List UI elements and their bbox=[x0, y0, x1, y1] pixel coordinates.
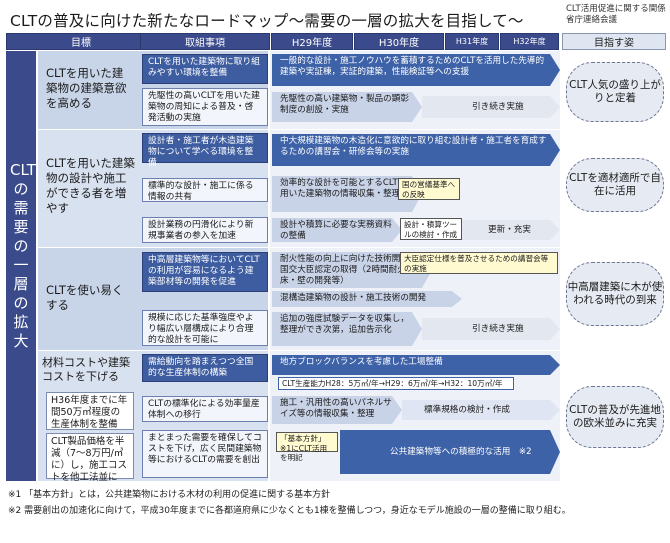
arrow-continue-2: 引き続き実施 bbox=[422, 318, 560, 340]
goal-4: 材料コストや建築コストを下げる bbox=[42, 356, 130, 383]
organization-label: CLT活用促進に関する関係省庁連絡会議 bbox=[566, 4, 666, 25]
footnote-2: ※2 需要創出の加速化に向けて，平成30年度までに各都道府県に少なくとも1棟を整… bbox=[8, 506, 571, 516]
vision-1: CLT人気の盛り上がりと定着 bbox=[566, 62, 664, 122]
note-building-standards: 国の営繕基準への反映 bbox=[398, 178, 460, 200]
arrow-design-info: 効率的な設計を可能とするCLTを用いた建築物の情報収集・整理 bbox=[272, 176, 422, 212]
row-divider bbox=[38, 350, 560, 351]
header-h31: H31年度 bbox=[445, 33, 499, 50]
action-7: 規模に応じた基準強度やより幅広い層構成により合理的な設計を可能に bbox=[142, 310, 268, 346]
arrow-hybrid-structure: 混構造建築物の設計・施工技術の開発 bbox=[272, 291, 462, 307]
vision-2: CLTを適材適所で自在に活用 bbox=[566, 158, 664, 212]
page-title: CLTの普及に向けた新たなロードマップ～需要の一層の拡大を目指して～ bbox=[10, 12, 524, 30]
goal-2: CLTを用いた建築物の設計や施工ができる者を増やす bbox=[46, 156, 135, 215]
arrow-award-system: 先駆性の高い建築物・製品の顕彰制度の創設・実施 bbox=[272, 92, 422, 122]
header-h30: H30年度 bbox=[354, 33, 444, 50]
arrow-public-buildings: 公共建築物等への積極的な活用 ※2 bbox=[340, 430, 560, 474]
header-vision: 目指す姿 bbox=[562, 33, 666, 50]
arrow-factory-development: 地方ブロックバランスを考慮した工場整備 bbox=[272, 355, 560, 375]
action-4: 標準的な設計・施工に係る情報の共有 bbox=[142, 178, 268, 202]
action-1: CLTを用いた建築物に取り組みやすい環境を整備 bbox=[142, 54, 268, 84]
row-divider bbox=[38, 247, 560, 248]
row-divider bbox=[38, 129, 560, 130]
vision-3: 中高層建築に木が使われる時代の到来 bbox=[566, 262, 664, 326]
arrow-training-courses: 中大規模建築物の木造化に意欲的に取り組む設計者・施工者を育成するための講習会・研… bbox=[272, 134, 560, 166]
arrow-strength-data: 追加の強度試験データを収集し，整理ができ次第，追加告示化 bbox=[272, 312, 422, 346]
arrow-update: 更新・充実 bbox=[462, 220, 560, 240]
main-objective-column: CLTの需要の一層の拡大 bbox=[6, 51, 36, 481]
footnote-1: ※1 「基本方針」とは，公共建築物における木材の利用の促進に関する基本方針 bbox=[8, 490, 331, 500]
production-capacity: CLT生産能力H28：5万㎥/年→H29：6万㎥/年→H32：10万㎥/年 bbox=[278, 377, 514, 390]
action-10: まとまった需要を確保してコストを下げ，広く民間建築物等におけるCLTの需要を創出 bbox=[142, 430, 268, 478]
arrow-practical-materials: 設計や積算に必要な実務資料の整備 bbox=[272, 218, 402, 242]
header-h32: H32年度 bbox=[500, 33, 559, 50]
arrow-pilot-support: 一般的な設計・施工ノウハウを蓄積するためのCLTを活用した先導的建築や実証棟，実… bbox=[272, 54, 560, 86]
note-certification-seminar: 大臣認定仕様を普及させるための講習会等の実施 bbox=[400, 252, 558, 274]
arrow-continue-1: 引き続き実施 bbox=[422, 96, 560, 118]
goal-1: CLTを用いた建築物の建築意欲を高める bbox=[46, 66, 127, 110]
goal-4-target-cost: CLT製品価格を半減（7～8万円/㎥に）し，施工コストを他工法並に bbox=[46, 433, 134, 483]
header-h29: H29年度 bbox=[271, 33, 353, 50]
goal-4-target-capacity: H36年度までに年間50万㎥程度の生産体制を整備 bbox=[46, 392, 134, 430]
header-goal: 目標 bbox=[6, 33, 156, 50]
goal-3: CLTを使い易くする bbox=[46, 283, 124, 312]
action-9: CLTの標準化による効率量産体制への移行 bbox=[142, 396, 268, 422]
vision-4: CLTの普及が先進地の欧米並みに充実 bbox=[566, 386, 664, 448]
action-3: 設計者・施工者が木造建築物について学べる環境を整備 bbox=[142, 133, 268, 168]
arrow-standardization: 標準規格の検討・作成 bbox=[402, 400, 560, 420]
action-6: 中高層建築物等においてCLTの利用が容易になるよう建築部材等の開発を促進 bbox=[142, 252, 268, 292]
arrow-panel-size: 施工・汎用性の高いパネルサイズ等の情報収集・整理 bbox=[272, 396, 402, 424]
action-8: 需給動向を踏まえつつ全国的な生産体制の構築 bbox=[142, 354, 268, 382]
header-actions: 取組事項 bbox=[140, 33, 270, 50]
action-2: 先駆性の高いCLTを用いた建築物の周知による普及・啓発活動の実施 bbox=[142, 88, 268, 126]
note-estimation-tool: 設計・積算ツールの検討・作成 bbox=[400, 218, 462, 240]
note-basic-policy: 「基本方針」※1にCLT活用を明記 bbox=[276, 432, 338, 462]
main-objective-label: CLTの需要の一層の拡大 bbox=[10, 161, 36, 350]
action-5: 設計業務の円滑化により新規事業者の参入を加速 bbox=[142, 217, 268, 243]
